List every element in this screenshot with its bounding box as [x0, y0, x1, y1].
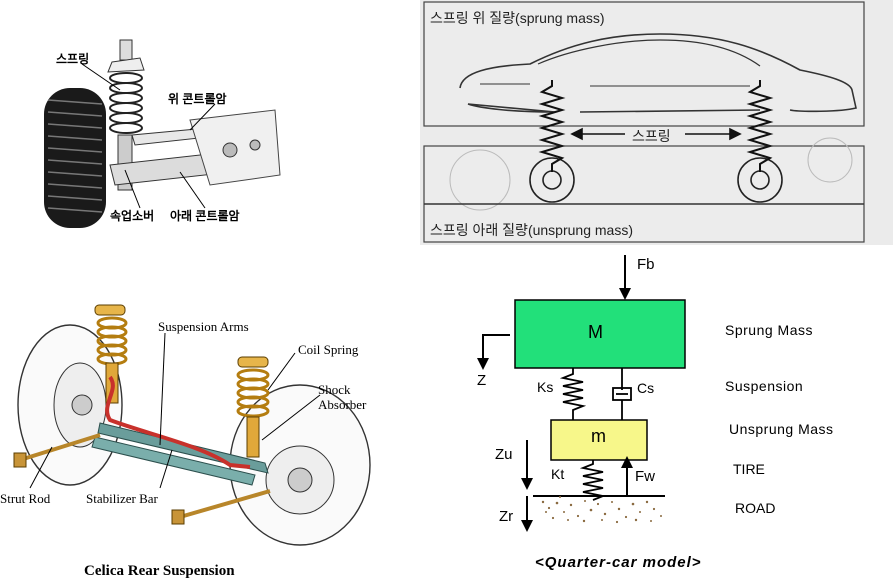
rear-suspension-drawing — [13, 304, 371, 546]
kt-label: Kt — [551, 466, 565, 482]
zu-label: Zu — [495, 446, 513, 463]
celica-rear-suspension-figure: Suspension Arms Coil Spring Shock Absorb… — [0, 295, 410, 586]
quarter-car-caption: <Quarter-car model> — [535, 554, 702, 571]
coil-spring-label: Coil Spring — [298, 342, 359, 357]
quarter-car-model-figure: Fb M Z Ks Cs m Zu Kt Fw Zr Sprung Mass S… — [465, 250, 893, 586]
suspension-text: Suspension — [725, 378, 804, 394]
unsprung-mass-text: Unsprung Mass — [729, 421, 834, 437]
road-text: ROAD — [735, 500, 776, 516]
sprung-mass-text: Sprung Mass — [725, 322, 813, 338]
shock-absorber-label-line2: Absorber — [318, 397, 367, 412]
sprung-mass-block — [514, 299, 686, 369]
spring-arrow-label: 스프링 — [632, 128, 671, 144]
figure-caption: Celica Rear Suspension — [84, 563, 235, 579]
shock-absorber-label-line1: Shock — [318, 382, 351, 397]
tire-text: TIRE — [733, 461, 765, 477]
unsprung-mass-label: 스프링 아래 질량(unsprung mass) — [430, 222, 633, 238]
front-suspension-figure: 스프링 위 콘트롤암 속업소버 아래 콘트롤암 — [40, 0, 285, 235]
upper-control-arm-label: 위 콘트롤암 — [168, 92, 227, 106]
zr-label: Zr — [499, 508, 514, 525]
fw-label: Fw — [635, 468, 655, 485]
unsprung-mass-block — [550, 419, 648, 461]
shock-absorber-label: 속업소버 — [110, 209, 155, 223]
big-mass-label: M — [588, 322, 603, 342]
spring-label: 스프링 — [56, 52, 90, 66]
sprung-mass-figure: 스프링 위 질량(sprung mass) 스프링 스프링 아래 질량(unsp… — [420, 0, 893, 245]
fb-label: Fb — [637, 256, 655, 273]
z-label: Z — [477, 372, 487, 389]
suspension-arms-label: Suspension Arms — [158, 319, 249, 334]
small-mass-label: m — [591, 426, 606, 446]
lower-control-arm-label: 아래 콘트롤암 — [170, 209, 240, 223]
sprung-mass-label: 스프링 위 질량(sprung mass) — [430, 10, 605, 26]
strut-rod-label: Strut Rod — [0, 491, 51, 506]
quarter-car-diagram — [477, 255, 686, 532]
ks-label: Ks — [537, 379, 554, 395]
stabilizer-bar-label: Stabilizer Bar — [86, 491, 158, 506]
car-spring-drawing — [423, 1, 865, 243]
cs-label: Cs — [637, 380, 655, 396]
front-suspension-drawing — [44, 39, 281, 228]
